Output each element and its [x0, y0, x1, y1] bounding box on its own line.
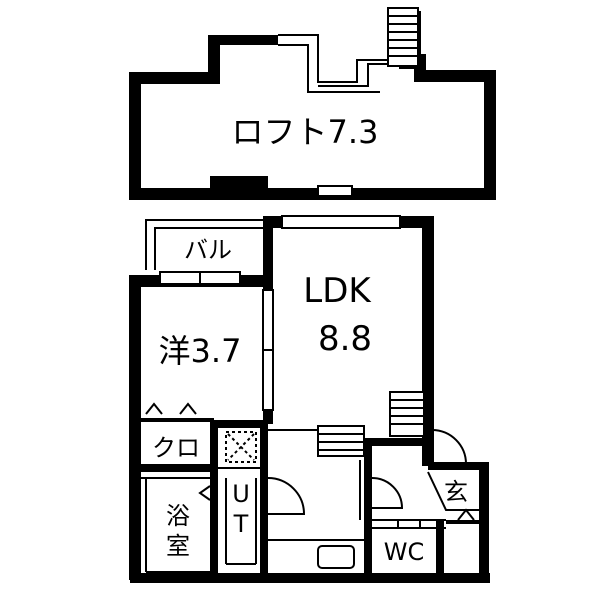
wc-door	[371, 477, 404, 509]
balcony: バル	[145, 219, 270, 270]
bath-door	[198, 485, 211, 501]
main-floor: バル LDK 8.8	[129, 215, 490, 583]
entrance-label: 玄	[444, 478, 468, 506]
bath-label-2: 室	[166, 532, 190, 560]
washer-space	[225, 431, 257, 463]
closet-label: クロ	[152, 434, 200, 462]
bath-label: 浴	[166, 502, 190, 530]
loft-passage-wall	[278, 44, 380, 93]
loft-wall-block	[210, 176, 268, 196]
ldk-window	[281, 215, 401, 229]
loft-level: ロフト7.3	[129, 7, 496, 200]
entrance-step	[427, 471, 480, 511]
closet: クロ	[140, 402, 218, 580]
shoe-closet	[457, 508, 475, 521]
western-room-window	[159, 271, 241, 285]
western-room-label: 洋3.7	[159, 332, 242, 370]
utility-label-t: T	[233, 510, 249, 538]
utility-label-u: U	[232, 480, 250, 508]
entrance-door	[431, 429, 468, 465]
loft-ladder	[387, 7, 419, 67]
partition-door	[262, 289, 274, 411]
wc-label: WC	[384, 538, 425, 566]
loft-wall	[129, 42, 496, 200]
balcony-label: バル	[184, 236, 232, 264]
ldk-label: LDK	[303, 271, 372, 311]
loft-label: ロフト7.3	[232, 113, 379, 151]
utility-door	[267, 477, 306, 515]
ldk-area-label: 8.8	[318, 319, 372, 359]
kitchen-sink	[317, 545, 355, 569]
loft-opening	[317, 185, 353, 197]
stairs	[317, 391, 425, 457]
